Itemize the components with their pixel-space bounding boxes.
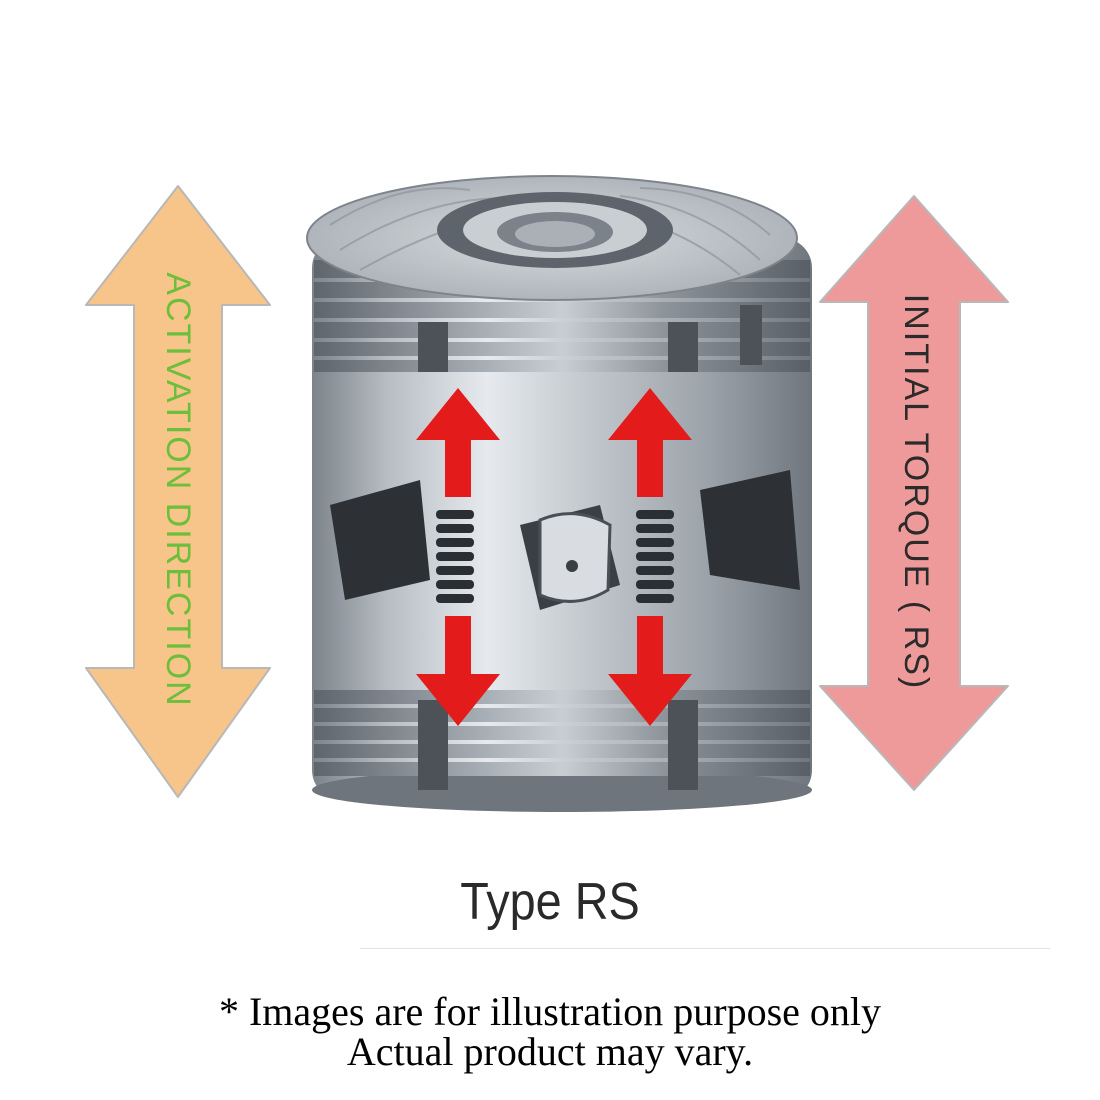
activation-direction-label: ACTIVATION DIRECTION [159,272,197,708]
activation-direction-arrow [85,185,271,798]
inner-arrow-up-right [608,388,692,497]
disclaimer-line-1: * Images are for illustration purpose on… [218,989,882,1034]
inner-arrow-down-left [416,616,500,726]
disclaimer: * Images are for illustration purpose on… [0,992,1100,1072]
divider [360,948,1050,949]
differential-illustration [306,175,812,812]
inner-arrows [416,388,692,726]
disclaimer-line-2: Actual product may vary. [346,1029,754,1074]
product-type-label: Type RS [460,873,640,931]
inner-arrow-down-right [608,616,692,726]
initial-torque-label: INITIAL TORQUE ( RS) [897,293,935,691]
initial-torque-arrow [819,195,1009,791]
inner-arrow-up-left [416,388,500,497]
